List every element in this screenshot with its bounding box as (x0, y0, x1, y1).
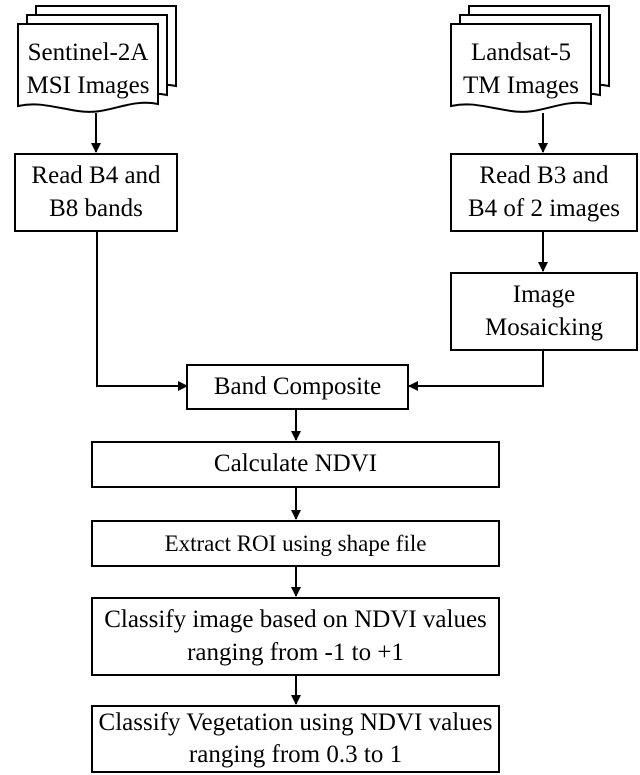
band-composite-box: Band Composite (186, 364, 409, 410)
landsat-document-stack (450, 5, 610, 113)
connectors (91, 113, 548, 705)
sentinel-document-stack (17, 5, 177, 113)
classify-image-box: Classify image based on NDVI values rang… (91, 597, 500, 676)
sentinel-images-label: Sentinel-2A MSI Images (26, 39, 150, 99)
landsat-images-label: Landsat-5 TM Images (463, 39, 579, 99)
arrow-mosaic-to-composite (408, 350, 544, 391)
arrow-read-b4b8-to-composite (96, 231, 188, 391)
calculate-ndvi-box: Calculate NDVI (91, 441, 500, 488)
classify-vegetation-box: Classify Vegetation using NDVI values ra… (91, 705, 500, 773)
read-b3-b4-box: Read B3 and B4 of 2 images (450, 153, 638, 232)
read-b4-b8-box: Read B4 and B8 bands (14, 153, 178, 232)
extract-roi-box: Extract ROI using shape file (91, 520, 500, 567)
image-mosaicking-box: Image Mosaicking (450, 272, 638, 351)
